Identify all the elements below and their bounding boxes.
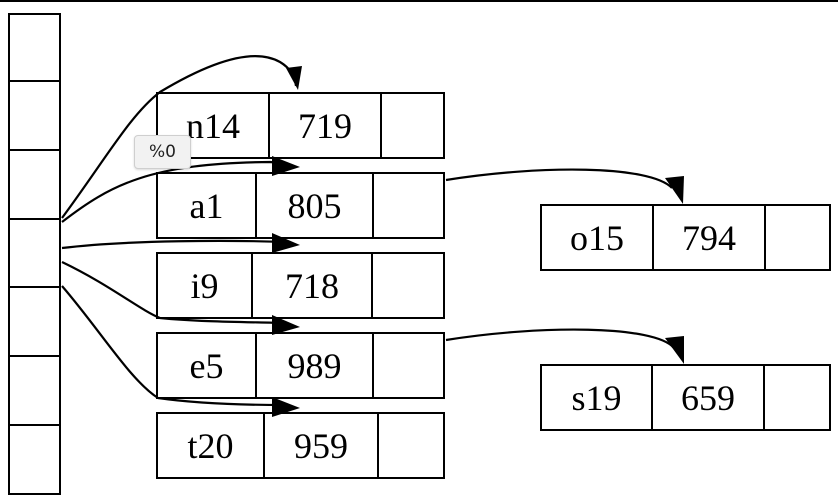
hover-tooltip: %0 <box>134 135 191 169</box>
node-next-pointer <box>380 94 443 157</box>
node-s19: s19 659 <box>540 364 831 431</box>
node-key: e5 <box>189 345 224 386</box>
bucket-slot <box>10 15 59 82</box>
node-key: o15 <box>570 217 624 258</box>
edge-bucket-to-i9 <box>61 239 286 250</box>
node-key: a1 <box>189 185 224 226</box>
bucket-slot <box>10 151 59 220</box>
edge-e5-to-s19 <box>445 328 675 349</box>
arrowhead-n14 <box>286 66 302 90</box>
node-key: n14 <box>186 105 240 146</box>
node-value: 718 <box>251 254 371 317</box>
arrowhead-a1 <box>272 156 300 176</box>
node-e5: e5 989 <box>156 332 445 399</box>
node-value: 659 <box>651 366 763 429</box>
node-next-pointer <box>372 334 443 397</box>
bucket-slot <box>10 82 59 151</box>
edge-a1-to-o15 <box>445 168 673 189</box>
node-key: t20 <box>187 425 234 466</box>
arrowhead-o15 <box>665 176 684 204</box>
node-key: s19 <box>571 377 622 418</box>
node-a1: a1 805 <box>156 172 445 239</box>
node-t20: t20 959 <box>156 412 445 479</box>
node-n14: n14 719 <box>156 92 445 159</box>
node-next-pointer <box>371 254 443 317</box>
node-next-pointer <box>763 366 829 429</box>
arrowhead-e5 <box>272 315 300 335</box>
node-next-pointer <box>377 414 443 477</box>
bucket-array <box>8 13 61 495</box>
node-key: i9 <box>190 265 219 306</box>
node-value: 719 <box>268 94 380 157</box>
node-value: 794 <box>652 206 764 269</box>
bucket-slot <box>10 357 59 426</box>
top-border-line <box>0 0 838 2</box>
node-value: 989 <box>255 334 372 397</box>
bucket-slot <box>10 220 59 288</box>
node-next-pointer <box>372 174 443 237</box>
node-o15: o15 794 <box>540 204 831 271</box>
arrowhead-s19 <box>665 336 684 364</box>
node-value: 805 <box>255 174 372 237</box>
node-value: 959 <box>263 414 377 477</box>
node-next-pointer <box>764 206 829 269</box>
node-i9: i9 718 <box>156 252 445 319</box>
bucket-slot <box>10 288 59 357</box>
